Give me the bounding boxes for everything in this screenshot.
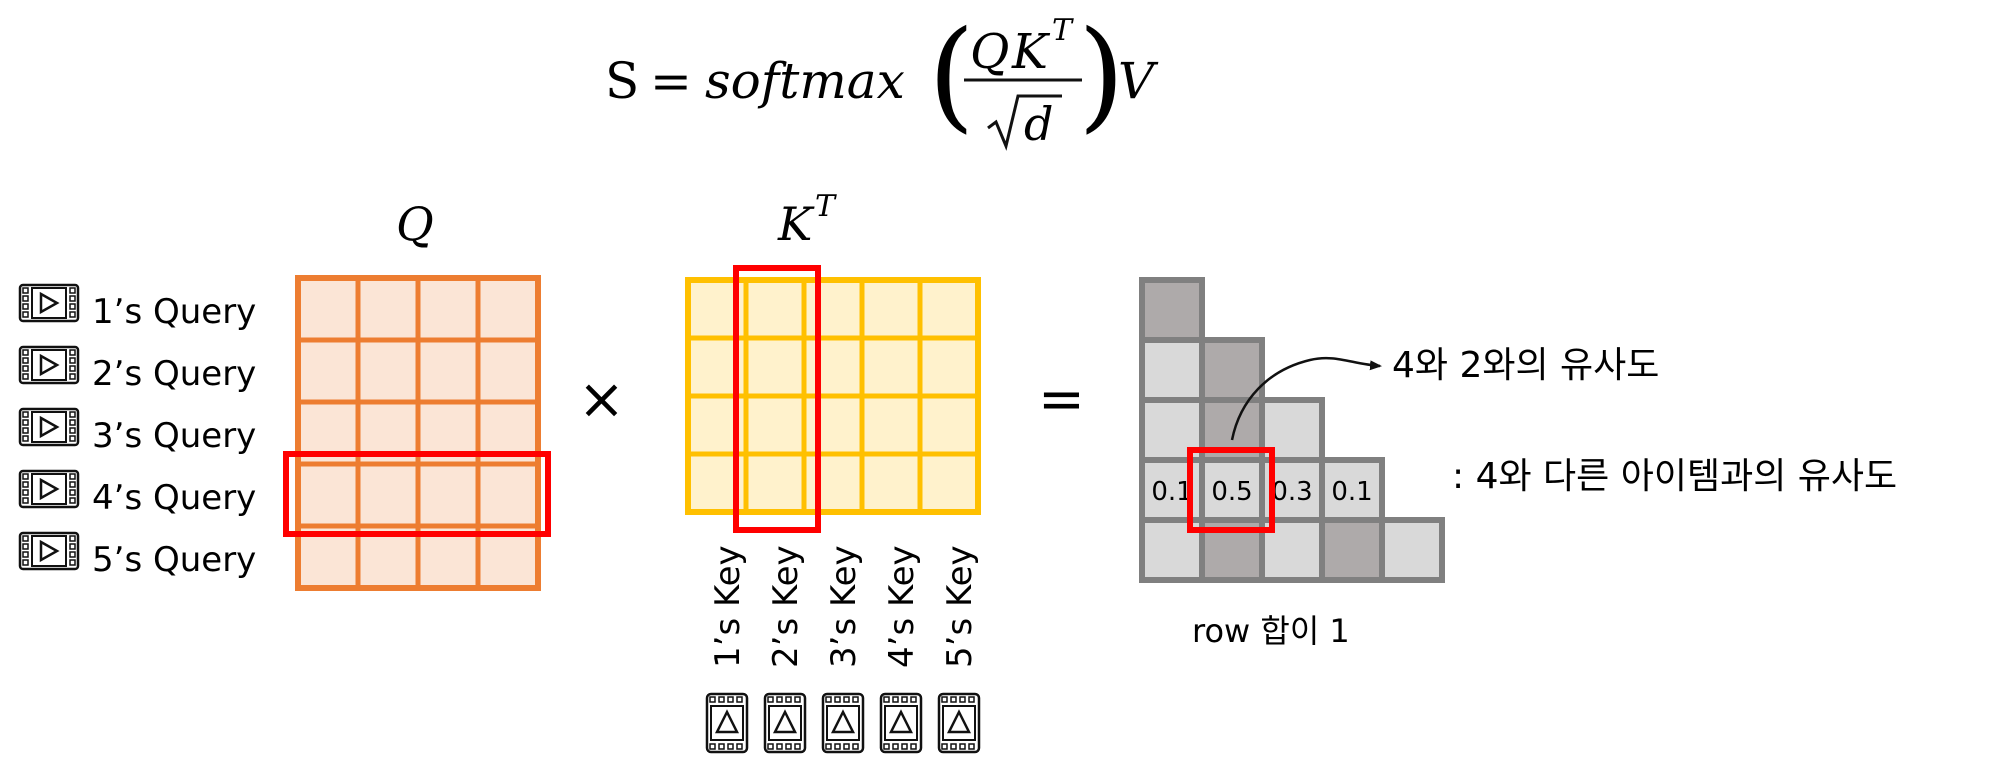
softmax-formula: S = softmax ( Q K T d ) V	[605, 6, 1159, 151]
film-icon	[18, 469, 80, 509]
formula-left-paren: (	[928, 6, 975, 145]
kt-col-labels: 1’s Key 2’s Key 3’s Key 4’s Key 5’s Key	[705, 545, 981, 754]
formula-denominator-d: d	[1024, 97, 1053, 151]
equals-operator: =	[1038, 367, 1085, 432]
formula-sqrt-icon	[987, 94, 1062, 151]
kt-col-highlight	[733, 265, 821, 533]
score-cell	[1379, 517, 1445, 583]
score-cell	[1319, 517, 1385, 583]
query-label: 1’s Query	[92, 292, 256, 332]
key-label: 5’s Key	[940, 545, 980, 668]
formula-equals: =	[650, 52, 692, 110]
formula-numerator-sup: T	[1052, 13, 1074, 48]
query-label: 3’s Query	[92, 416, 256, 456]
query-label: 2’s Query	[92, 354, 256, 394]
formula-right-paren: )	[1078, 6, 1125, 145]
key-label: 1’s Key	[708, 545, 748, 668]
score-cell	[1139, 337, 1205, 403]
query-label: 5’s Query	[92, 540, 256, 580]
phone-icon	[937, 692, 981, 754]
score-cell	[1139, 277, 1205, 343]
phone-icon	[763, 692, 807, 754]
q-cell	[475, 523, 541, 591]
q-title: Q	[396, 197, 434, 251]
kt-matrix: K T 1’s Key 2’s Key 3’s Key 4’s Key 5’s Key	[685, 189, 981, 754]
kt-grid	[685, 265, 981, 533]
formula-numerator-q: Q	[970, 24, 1009, 80]
similarity-arrow	[1230, 356, 1382, 441]
q-row-labels: 1’s Query 2’s Query 3’s Query 4’s Query 5’s …	[18, 283, 256, 580]
q-row-highlight	[283, 451, 551, 537]
similarity-4-2-label: 4와 2와의 유사도	[1392, 345, 1659, 386]
similarity-4-others-label: : 4와 다른 아이템과의 유사도	[1452, 456, 1897, 497]
score-value: 0.5	[1211, 477, 1252, 507]
film-icon	[18, 283, 80, 323]
attention-score-matrix: 0.1 0.5 0.3 0.1 row 합이 1	[1139, 277, 1445, 650]
score-value: 0.1	[1331, 477, 1372, 507]
key-label: 2’s Key	[766, 545, 806, 668]
phone-icon	[879, 692, 923, 754]
score-value: 0.3	[1271, 477, 1312, 507]
formula-softmax: softmax	[705, 52, 905, 110]
q-grid	[283, 275, 551, 591]
q-matrix: Q 1’s Query 2’s Query 3’s Query 4’s Query 5’…	[18, 197, 551, 591]
film-icon	[18, 531, 80, 571]
phone-icon	[821, 692, 865, 754]
score-cell	[1199, 337, 1265, 403]
phone-icon	[705, 692, 749, 754]
key-label: 3’s Key	[824, 545, 864, 668]
kt-title-sup: T	[815, 189, 837, 224]
formula-value-v: V	[1118, 52, 1159, 110]
formula-lhs: S	[605, 52, 639, 110]
film-icon	[18, 345, 80, 385]
formula-numerator-k: K	[1011, 24, 1051, 80]
score-value: 0.1	[1151, 477, 1192, 507]
score-grid: 0.1 0.5 0.3 0.1	[1139, 277, 1445, 583]
kt-title-var: K	[777, 197, 815, 251]
times-operator: ×	[578, 367, 625, 432]
kt-cell	[917, 451, 981, 515]
row-sum-caption: row 합이 1	[1192, 612, 1350, 650]
film-icon	[18, 407, 80, 447]
key-label: 4’s Key	[882, 545, 922, 668]
query-label: 4’s Query	[92, 478, 256, 518]
score-highlight	[1187, 447, 1275, 533]
